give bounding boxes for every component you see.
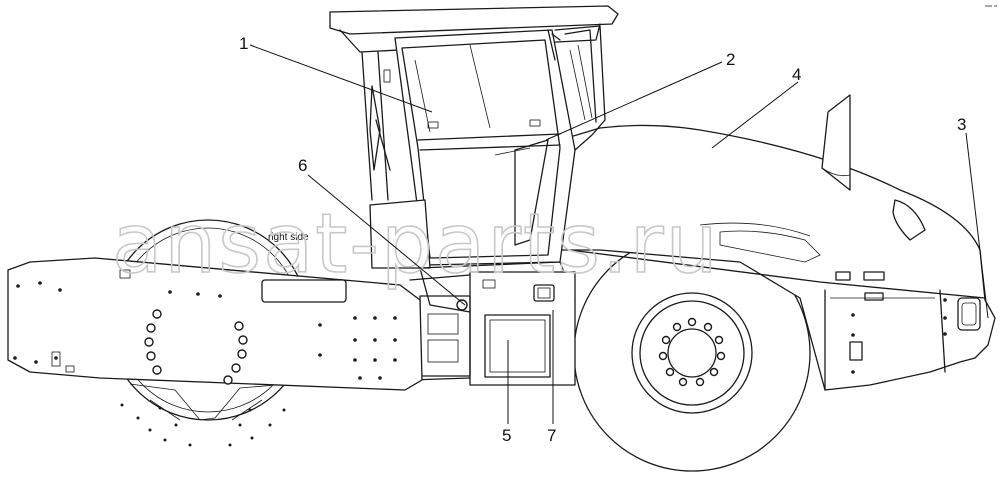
callout-7: 7 (547, 426, 556, 445)
operator-cab (329, 5, 619, 313)
drum-rivets (120, 403, 286, 447)
frame-bolts-left (144, 309, 162, 375)
articulation-step (409, 271, 576, 386)
wheel-lug-nuts (658, 317, 726, 387)
callout-2: 2 (726, 50, 735, 69)
rear-tire (573, 234, 811, 472)
callout-6: 6 (298, 156, 307, 175)
frame-rivets (13, 281, 397, 380)
callout-leaders (249, 44, 989, 424)
callout-4: 4 (792, 65, 801, 84)
watermark-text: ansat-parts.ru (112, 197, 720, 292)
callout-3: 3 (957, 115, 966, 134)
front-frame (7, 257, 423, 391)
right-side-label: right side (268, 232, 309, 243)
frame-bolts-right (223, 321, 248, 385)
callout-5: 5 (502, 426, 511, 445)
callout-1: 1 (239, 34, 248, 53)
engine-hood (559, 94, 996, 391)
